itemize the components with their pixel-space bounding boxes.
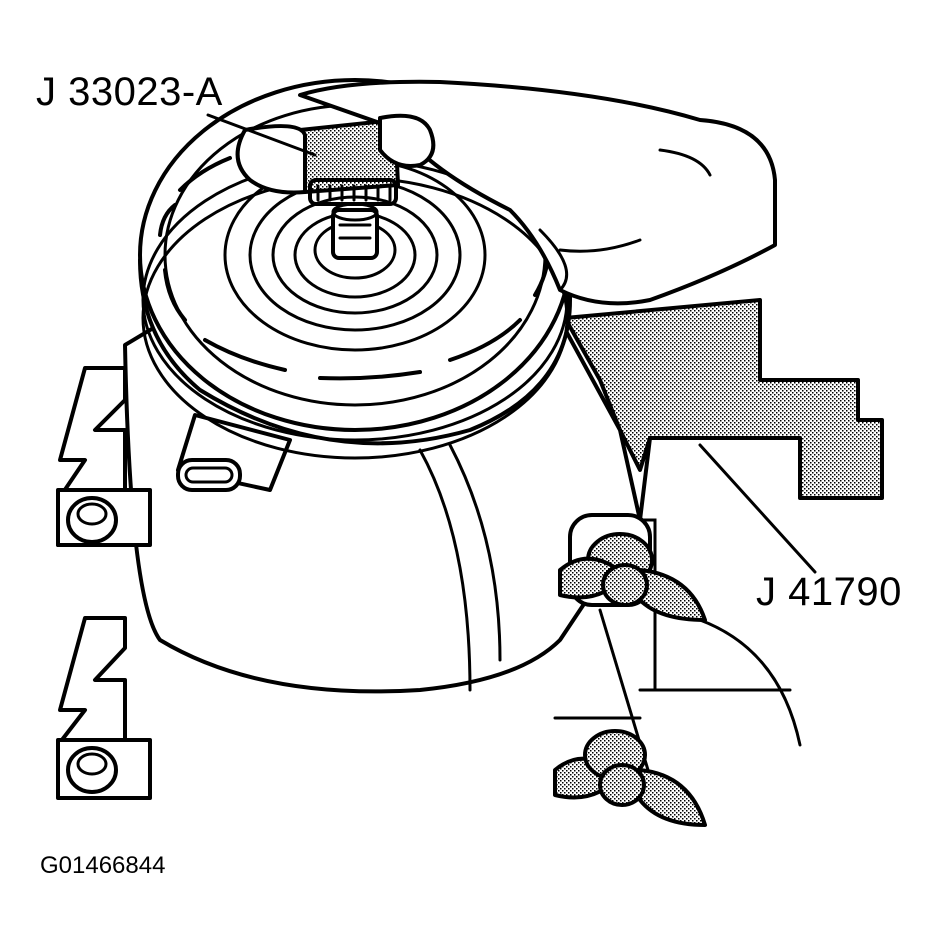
mounting-ear-upper — [56, 366, 152, 547]
figure-id: G01466844 — [40, 852, 166, 879]
callout-holding-fixture: J 41790 — [756, 570, 902, 614]
mounting-ear-lower — [56, 616, 152, 800]
hand — [235, 79, 777, 306]
shaft-nut — [331, 202, 379, 260]
leader-line-clutch-tool — [206, 113, 317, 157]
callout-clutch-tool: J 33023-A — [36, 70, 223, 114]
wing-nut-upper — [558, 513, 707, 622]
leader-line-fixture — [698, 443, 817, 574]
wing-nut-lower — [553, 716, 707, 827]
connector — [176, 413, 292, 492]
